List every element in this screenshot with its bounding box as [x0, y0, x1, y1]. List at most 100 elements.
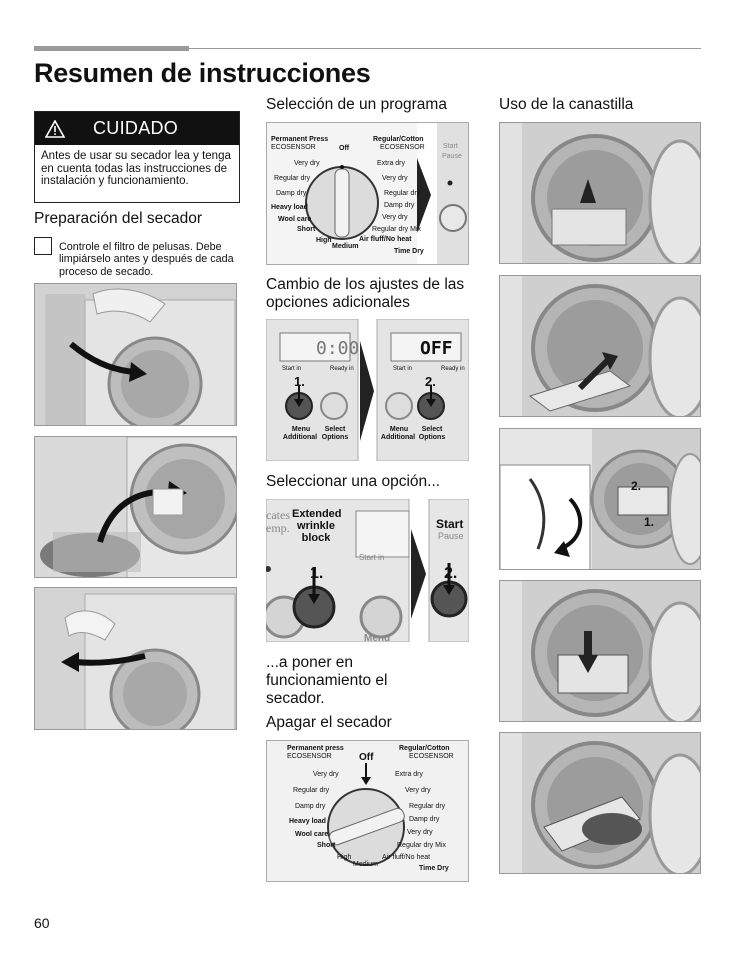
- off-dial-top-left-1: Permanent press: [287, 745, 344, 752]
- off-dial-left-damp-dry: Damp dry: [295, 803, 326, 810]
- dial-left-short: Short: [297, 226, 316, 233]
- btn-select-label-2: Select: [421, 426, 443, 433]
- ready-in-label-1: Ready in: [330, 366, 354, 372]
- photo-rack-3: 2. 1.: [499, 428, 701, 570]
- rack-step-2: 2.: [631, 479, 642, 493]
- off-dial-left-heavy-load: Heavy load: [289, 818, 326, 825]
- photo-open-door: [34, 283, 237, 426]
- off-dial-bottom-medium: Medium: [353, 861, 378, 868]
- filter-instruction: Controle el filtro de pelusas. Debe limp…: [59, 241, 234, 278]
- checklist-box: [34, 237, 52, 255]
- dial-bottom-medium: Medium: [332, 243, 359, 250]
- dial-left-damp-dry: Damp dry: [276, 190, 307, 197]
- page-number: 60: [34, 915, 50, 931]
- off-dial-left-very-dry: Very dry: [313, 771, 339, 778]
- dial-right-very-dry: Very dry: [382, 175, 408, 182]
- start-button-label: Start: [436, 517, 464, 531]
- step-2-label: 2.: [425, 374, 436, 389]
- caution-label: CUIDADO: [93, 118, 179, 138]
- btn-menu-label-2: Menu: [389, 426, 409, 433]
- dial-bottom-high: High: [316, 237, 332, 244]
- photo-rack-4: [499, 580, 701, 722]
- dial-left-regular-dry: Regular dry: [274, 175, 311, 182]
- rack-step-1: 1.: [644, 515, 655, 529]
- dial-bottom-air-fluff: Air fluff/No heat: [359, 236, 412, 243]
- menu-label: Menu: [364, 633, 391, 642]
- header-rule-thick: [34, 46, 189, 51]
- btn-select-label-1: Select: [324, 426, 346, 433]
- cut-off-label-2: emp.: [266, 521, 290, 535]
- caution-text: Antes de usar su secador lea y tenga en …: [41, 150, 231, 187]
- dial-top-left-1: Permanent Press: [271, 136, 329, 143]
- photo-rack-5: [499, 732, 701, 874]
- option-extended: Extended: [292, 508, 342, 520]
- caution-header: CUIDADO: [35, 112, 239, 145]
- heading-apagar: Apagar el secador: [266, 714, 392, 731]
- program-dial-panel: Permanent Press ECOSENSOR Regular/Cotton…: [266, 122, 469, 265]
- off-dial-right-regular-dry: Regular dry: [409, 803, 446, 810]
- off-dial-panel: Permanent press ECOSENSOR Regular/Cotton…: [266, 740, 469, 882]
- off-dial-top-right-2: ECOSENSOR: [409, 753, 454, 760]
- select-step-1: 1.: [310, 565, 324, 582]
- ready-in-label-2: Ready in: [441, 366, 465, 372]
- btn-menu-label-1: Menu: [291, 426, 311, 433]
- dial-off-label: Off: [339, 145, 350, 152]
- heading-seleccion-programa: Selección de un programa: [266, 96, 447, 113]
- start-in-label-2: Start in: [393, 366, 413, 372]
- dial-top-left-2: ECOSENSOR: [271, 144, 316, 151]
- warning-icon: [45, 119, 65, 138]
- btn-additional-label-1: Additional: [282, 434, 318, 441]
- heading-uso-canastilla: Uso de la canastilla: [499, 96, 634, 113]
- dial-right-extra-dry: Extra dry: [377, 160, 406, 167]
- photo-close-door: [34, 587, 237, 730]
- pause-label: Pause: [442, 153, 462, 160]
- select-step-2: 2.: [444, 565, 458, 582]
- dial-right-regular-dry-mix: Regular dry Mix: [372, 226, 422, 233]
- off-dial-right-regular-dry-mix: Regular dry Mix: [397, 842, 447, 849]
- btn-additional-label-2: Additional: [380, 434, 416, 441]
- heading-seleccionar-opcion: Seleccionar una opción...: [266, 473, 441, 490]
- dial-right-very-dry-2: Very dry: [382, 214, 408, 221]
- off-dial-top-right-1: Regular/Cotton: [399, 745, 450, 752]
- off-dial-right-extra-dry: Extra dry: [395, 771, 424, 778]
- dial-top-right-2: ECOSENSOR: [380, 144, 425, 151]
- off-dial-bottom-time-dry: Time Dry: [419, 865, 449, 872]
- options-panel: 0:00 OFF Start in Ready in Start in Read…: [266, 319, 469, 461]
- off-dial-top-left-2: ECOSENSOR: [287, 753, 332, 760]
- step-1-label: 1.: [294, 374, 305, 389]
- dial-left-wool-care: Wool care: [278, 216, 312, 223]
- header-rule-thin: [189, 48, 701, 49]
- cut-off-label-1: cates: [266, 508, 290, 522]
- off-dial-off-label: Off: [359, 752, 374, 763]
- btn-options-label-2: Options: [418, 434, 446, 441]
- photo-rack-2: [499, 275, 701, 417]
- off-dial-left-wool-care: Wool care: [295, 831, 329, 838]
- start-label: Start: [443, 143, 458, 150]
- off-dial-right-very-dry-2: Very dry: [407, 829, 433, 836]
- select-start-in: Start in: [359, 553, 385, 562]
- btn-options-label-1: Options: [321, 434, 349, 441]
- photo-lint-filter: [34, 436, 237, 578]
- dial-right-damp-dry: Damp dry: [384, 202, 415, 209]
- start-in-label-1: Start in: [282, 366, 302, 372]
- dial-right-regular-dry: Regular dry: [384, 190, 421, 197]
- off-dial-right-very-dry: Very dry: [405, 787, 431, 794]
- option-wrinkle: wrinkle: [297, 520, 335, 532]
- dial-top-right-1: Regular/Cotton: [373, 136, 424, 143]
- dial-bottom-time-dry: Time Dry: [394, 248, 424, 255]
- dial-left-heavy-load: Heavy load: [271, 204, 308, 211]
- display-time: 0:00: [316, 338, 360, 359]
- off-dial-right-damp-dry: Damp dry: [409, 816, 440, 823]
- heading-cambio-ajustes: Cambio de los ajustes de las opciones ad…: [266, 276, 465, 311]
- dial-left-very-dry: Very dry: [294, 160, 320, 167]
- option-block: block: [301, 532, 331, 544]
- off-dial-left-regular-dry: Regular dry: [293, 787, 330, 794]
- off-dial-bottom-high: High: [337, 854, 352, 861]
- select-option-panel: cates emp. Extended wrinkle block Start …: [266, 499, 469, 642]
- off-dial-left-short: Short: [317, 842, 336, 849]
- heading-poner-funcionamiento: ...a poner en funcionamiento el secador.: [266, 654, 388, 707]
- display-off: OFF: [420, 338, 453, 359]
- off-dial-bottom-air-fluff: Air fluff/No heat: [382, 854, 431, 861]
- photo-rack-1: [499, 122, 701, 264]
- heading-preparacion: Preparación del secador: [34, 210, 203, 227]
